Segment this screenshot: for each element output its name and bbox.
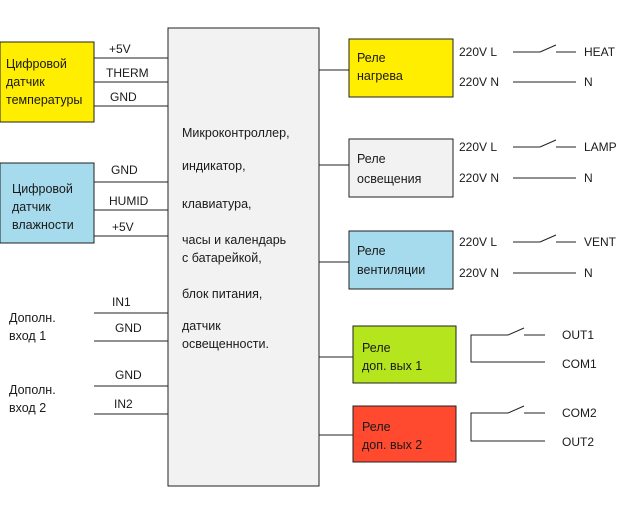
humid-pin-label: GND — [111, 163, 138, 177]
controller-line: индикатор, — [182, 159, 246, 173]
relay-lighting-label: Реле — [357, 152, 386, 166]
controller-box — [167, 27, 320, 487]
relay-ventilation-switch — [539, 234, 557, 243]
relay-ventilation-line-n: 220V N — [459, 266, 499, 280]
humid-sensor-label: датчик — [12, 200, 51, 214]
controller-line: блок питания, — [182, 287, 262, 301]
relay-extra-2-out2: OUT2 — [562, 435, 594, 449]
relay-lighting-switch — [539, 139, 557, 148]
temp-pin-label: GND — [110, 90, 137, 104]
relay-extra-2-label: доп. вых 2 — [362, 438, 422, 452]
input-1-label: Дополн. — [9, 311, 56, 325]
relay-heating-out-heat: HEAT — [584, 45, 616, 59]
input-1: Дополн. вход 1 IN1 GND — [9, 295, 168, 343]
relay-extra-1-out1: OUT1 — [562, 328, 594, 342]
controller-block: Микроконтроллер, индикатор, клавиатура, … — [167, 27, 320, 487]
relay-lighting-box — [348, 138, 454, 198]
relay-extra-1-com-wire — [470, 334, 545, 363]
humid-pin-label: +5V — [112, 220, 134, 234]
relay-heating-label: Реле — [357, 51, 386, 65]
relay-extra-1-label: доп. вых 1 — [362, 359, 422, 373]
relay-extra-2: Реле доп. вых 2 COM2 OUT2 — [319, 405, 597, 463]
controller-line: освещенности. — [182, 337, 269, 351]
relay-heating-line-l: 220V L — [459, 45, 497, 59]
input-1-pin-label: IN1 — [112, 295, 131, 309]
input-2: Дополн. вход 2 GND IN2 — [9, 368, 168, 415]
temp-sensor-label: температуры — [6, 93, 82, 107]
relay-ventilation: Реле вентиляции 220V L 220V N VENT N — [319, 230, 617, 290]
controller-line: Микроконтроллер, — [182, 126, 290, 140]
relay-extra-2-com2: COM2 — [562, 406, 597, 420]
relay-ventilation-out-vent: VENT — [584, 235, 617, 249]
humid-sensor: Цифровой датчик влажности GND HUMID +5V — [0, 162, 168, 244]
relay-ventilation-out-n: N — [584, 266, 593, 280]
relay-extra-2-label: Реле — [362, 420, 391, 434]
temp-sensor-label: Цифровой — [6, 57, 67, 71]
input-2-pin-label: IN2 — [114, 397, 133, 411]
relay-lighting-out-lamp: LAMP — [584, 140, 617, 154]
controller-line: часы и календарь — [182, 233, 286, 247]
input-1-pin-label: GND — [115, 321, 142, 335]
relay-heating-label: нагрева — [357, 69, 403, 83]
relay-ventilation-label: Реле — [357, 244, 386, 258]
input-2-pin-label: GND — [115, 368, 142, 382]
relay-extra-1-com1: COM1 — [562, 357, 597, 371]
controller-line: клавиатура, — [182, 197, 252, 211]
input-1-label: вход 1 — [9, 329, 46, 343]
controller-line: датчик — [182, 319, 221, 333]
relay-extra-2-box — [352, 405, 457, 463]
temp-sensor-box — [0, 41, 95, 123]
input-2-label: Дополн. — [9, 383, 56, 397]
humid-sensor-label: Цифровой — [12, 182, 73, 196]
relay-extra-1: Реле доп. вых 1 OUT1 COM1 — [319, 325, 597, 384]
input-2-label: вход 2 — [9, 401, 46, 415]
relay-ventilation-line-l: 220V L — [459, 235, 497, 249]
relay-extra-1-label: Реле — [362, 341, 391, 355]
humid-pin-label: HUMID — [109, 194, 149, 208]
relay-lighting: Реле освещения 220V L 220V N LAMP N — [319, 138, 617, 198]
humid-sensor-label: влажности — [12, 218, 74, 232]
relay-heating-box — [348, 38, 454, 98]
relay-extra-2-switch — [507, 405, 525, 414]
relay-heating-line-n: 220V N — [459, 75, 499, 89]
relay-lighting-out-n: N — [584, 171, 593, 185]
relay-extra-1-switch — [507, 327, 525, 336]
temp-sensor-label: датчик — [6, 75, 45, 89]
controller-line: с батарейкой, — [182, 251, 262, 265]
relay-ventilation-label: вентиляции — [357, 263, 425, 277]
humid-sensor-box — [0, 162, 95, 244]
relay-lighting-label: освещения — [357, 172, 421, 186]
temp-pin-label: THERM — [106, 66, 149, 80]
temp-pin-label: +5V — [109, 42, 131, 56]
relay-heating: Реле нагрева 220V L 220V N HEAT N — [319, 38, 616, 98]
relay-lighting-line-n: 220V N — [459, 171, 499, 185]
relay-heating-switch — [539, 44, 557, 53]
relay-heating-out-n: N — [584, 75, 593, 89]
relay-lighting-line-l: 220V L — [459, 140, 497, 154]
relay-extra-1-box — [352, 325, 457, 384]
temp-sensor: Цифровой датчик температуры +5V THERM GN… — [0, 41, 168, 123]
relay-ventilation-box — [348, 230, 454, 290]
relay-extra-2-out-wire — [470, 412, 545, 442]
